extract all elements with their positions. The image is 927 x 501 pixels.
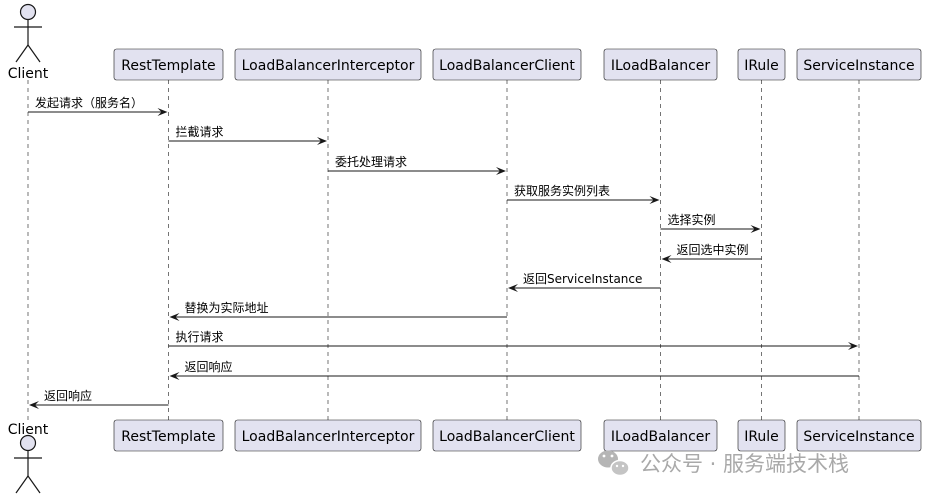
participant-box <box>603 48 718 81</box>
participant-box <box>234 419 422 452</box>
arrowhead-icon <box>157 108 168 116</box>
participant-label: IRule <box>744 429 779 445</box>
participant-lbi-top: LoadBalancerInterceptor <box>234 48 422 81</box>
participant-lbi-bottom: LoadBalancerInterceptor <box>234 419 422 452</box>
message-label: 获取服务实例列表 <box>514 183 610 198</box>
arrowhead-icon <box>29 401 39 409</box>
actor-client-bottom-icon <box>14 434 42 494</box>
message-5: 选择实例 <box>660 212 761 233</box>
participant-box <box>737 419 786 452</box>
participant-box <box>796 419 922 452</box>
participant-lbc-top: LoadBalancerClient <box>432 48 582 81</box>
message-2: 拦截请求 <box>168 125 327 145</box>
watermark-text: 公众号 · 服务端技术栈 <box>640 452 849 476</box>
participant-box <box>432 419 582 452</box>
participant-box <box>113 48 224 81</box>
arrowhead-icon <box>661 255 672 263</box>
message-label: 拦截请求 <box>176 125 224 139</box>
arrowhead-icon <box>649 196 660 204</box>
message-4: 获取服务实例列表 <box>507 183 660 204</box>
message-label: 返回响应 <box>44 388 92 403</box>
message-label: 执行请求 <box>176 330 224 344</box>
participant-label: IRule <box>744 58 779 74</box>
actor-client-top-icon <box>14 3 42 63</box>
message-1: 发起请求（服务名） <box>28 95 168 116</box>
participant-box <box>113 419 224 452</box>
message-11: 返回响应 <box>29 388 169 409</box>
participant-client-bottom-label: Client <box>8 422 49 438</box>
arrowhead-icon <box>317 137 327 145</box>
wechat-logo-icon <box>598 450 630 477</box>
participant-irule-bottom: IRule <box>737 419 786 452</box>
lifelines <box>27 80 860 420</box>
message-label: 发起请求（服务名） <box>35 95 143 110</box>
participant-label: ServiceInstance <box>803 429 914 445</box>
participant-si-bottom: ServiceInstance <box>796 419 922 452</box>
participant-label: ILoadBalancer <box>611 429 711 445</box>
participant-ilb-top: ILoadBalancer <box>603 48 718 81</box>
participant-box <box>234 48 422 81</box>
arrowhead-icon <box>496 167 506 175</box>
message-label: 选择实例 <box>668 212 716 227</box>
participant-label: LoadBalancerInterceptor <box>242 429 415 445</box>
participant-box <box>737 48 786 81</box>
participant-label: RestTemplate <box>121 429 215 445</box>
participant-label: ILoadBalancer <box>611 58 711 74</box>
participant-rest-top: RestTemplate <box>113 48 224 81</box>
participant-label: LoadBalancerInterceptor <box>242 58 415 74</box>
participant-irule-top: IRule <box>737 48 786 81</box>
participant-label: RestTemplate <box>121 58 215 74</box>
arrowhead-icon <box>169 313 180 321</box>
message-label: 返回响应 <box>185 359 233 374</box>
arrowhead-icon <box>750 225 761 233</box>
participant-rest-bottom: RestTemplate <box>113 419 224 452</box>
participant-box <box>796 48 922 81</box>
arrowhead-icon <box>508 284 518 292</box>
participants: ClientClientRestTemplateRestTemplateLoad… <box>8 3 922 494</box>
participant-si-top: ServiceInstance <box>796 48 922 81</box>
message-label: 委托处理请求 <box>335 155 407 169</box>
participant-box <box>432 48 582 81</box>
participant-ilb-bottom: ILoadBalancer <box>603 419 718 452</box>
message-label: 返回选中实例 <box>677 242 749 257</box>
message-3: 委托处理请求 <box>328 155 506 175</box>
message-7: 返回ServiceInstance <box>508 272 661 292</box>
arrowhead-icon <box>169 372 180 380</box>
participant-client-top-label: Client <box>8 66 49 82</box>
arrowhead-icon <box>848 342 858 350</box>
message-9: 执行请求 <box>168 330 858 350</box>
message-6: 返回选中实例 <box>661 242 762 263</box>
participant-lbc-bottom: LoadBalancerClient <box>432 419 582 452</box>
message-10: 返回响应 <box>169 359 859 380</box>
message-label: 返回ServiceInstance <box>523 272 642 286</box>
participant-label: ServiceInstance <box>803 58 914 74</box>
message-label: 替换为实际地址 <box>185 300 269 315</box>
watermark: 公众号 · 服务端技术栈 <box>598 450 849 477</box>
messages: 发起请求（服务名） 拦截请求委托处理请求获取服务实例列表选择实例返回选中实例返回S… <box>28 95 859 409</box>
message-8: 替换为实际地址 <box>169 300 507 321</box>
participant-box <box>603 419 718 452</box>
participant-label: LoadBalancerClient <box>439 58 575 74</box>
participant-label: LoadBalancerClient <box>439 429 575 445</box>
